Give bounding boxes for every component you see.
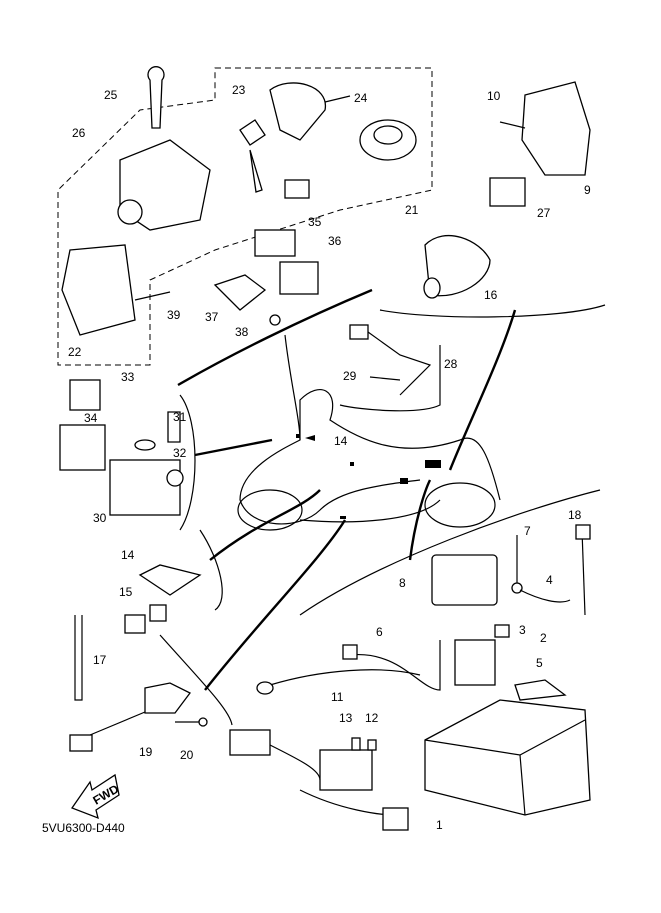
divider-line bbox=[159, 634, 233, 726]
part-label-8: 8 bbox=[399, 576, 406, 590]
part-label-14: 14 bbox=[334, 434, 348, 448]
part-label-4: 4 bbox=[546, 573, 553, 587]
leader-line bbox=[408, 479, 432, 561]
diagram-code: 5VU6300-D440 bbox=[42, 821, 125, 835]
divider-line bbox=[177, 288, 373, 387]
part-label-5: 5 bbox=[536, 656, 543, 670]
divider-line bbox=[339, 345, 441, 412]
divider-line bbox=[379, 304, 606, 318]
part-shapes bbox=[59, 66, 591, 831]
part-label-13: 13 bbox=[339, 711, 353, 725]
part-label-1: 1 bbox=[436, 818, 443, 832]
part-label-30: 30 bbox=[93, 511, 107, 525]
part-label-25: 25 bbox=[104, 88, 118, 102]
part-label-23: 23 bbox=[232, 83, 246, 97]
divider-line bbox=[299, 489, 601, 616]
part-label-31: 31 bbox=[173, 410, 187, 424]
part-label-2: 2 bbox=[540, 631, 547, 645]
part-label-9: 9 bbox=[584, 183, 591, 197]
part-label-34: 34 bbox=[84, 411, 98, 425]
part-label-16: 16 bbox=[484, 288, 498, 302]
part-label-33: 33 bbox=[121, 370, 135, 384]
part-label-35: 35 bbox=[308, 215, 322, 229]
part-label-11: 11 bbox=[331, 690, 344, 704]
forward-arrow-icon: FWD bbox=[70, 773, 121, 820]
part-label-3: 3 bbox=[519, 623, 526, 637]
part-label-17: 17 bbox=[93, 653, 107, 667]
part-label-38: 38 bbox=[235, 325, 249, 339]
leader-line bbox=[284, 334, 301, 441]
part-label-26: 26 bbox=[72, 126, 86, 140]
part-label-12: 12 bbox=[365, 711, 379, 725]
part-label-18: 18 bbox=[568, 508, 582, 522]
leader-line bbox=[194, 438, 273, 457]
part-label-28: 28 bbox=[444, 357, 458, 371]
leader-line bbox=[448, 309, 517, 471]
leader-line bbox=[204, 519, 347, 691]
part-label-19: 19 bbox=[139, 745, 153, 759]
part-label-15: 15 bbox=[119, 585, 133, 599]
part-label-22: 22 bbox=[68, 345, 82, 359]
part-label-39: 39 bbox=[167, 308, 181, 322]
part-label-7: 7 bbox=[524, 524, 531, 538]
divider-line bbox=[199, 529, 223, 611]
part-label-20: 20 bbox=[180, 748, 194, 762]
motorcycle-outline bbox=[237, 389, 501, 531]
part-label-29: 29 bbox=[343, 369, 357, 383]
divider-line bbox=[179, 394, 196, 531]
leader-line bbox=[209, 489, 321, 561]
part-label-32: 32 bbox=[173, 446, 187, 460]
part-label-36: 36 bbox=[328, 234, 342, 248]
part-label-14: 14 bbox=[121, 548, 135, 562]
part-label-27: 27 bbox=[537, 206, 551, 220]
part-label-24: 24 bbox=[354, 91, 368, 105]
part-label-10: 10 bbox=[487, 89, 501, 103]
part-label-6: 6 bbox=[376, 625, 383, 639]
part-label-21: 21 bbox=[405, 203, 419, 217]
part-label-37: 37 bbox=[205, 310, 219, 324]
